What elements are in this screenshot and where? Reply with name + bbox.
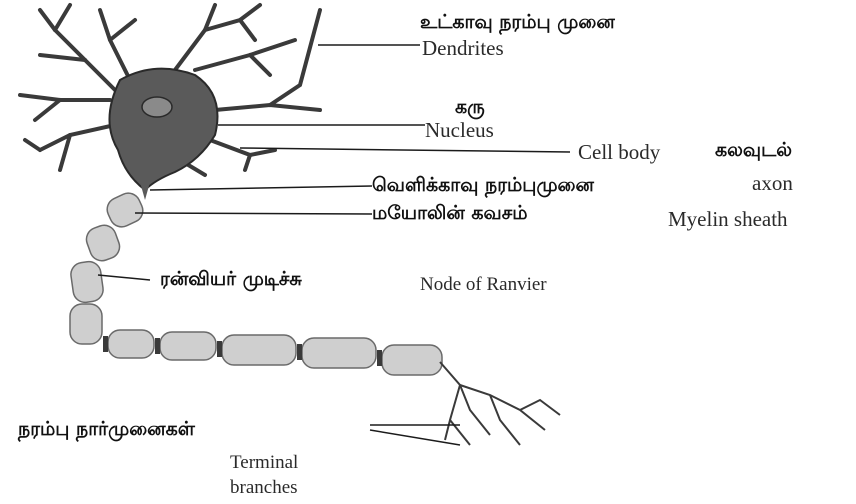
- dendrites-english-label: Dendrites: [422, 38, 504, 59]
- terminal-english-label-line2: branches: [230, 478, 298, 497]
- nucleus-tamil-label: கரு: [455, 98, 485, 117]
- myelin-tamil-label: மயோலின் கவசம்: [372, 204, 528, 223]
- nucleus-english-label: Nucleus: [425, 120, 494, 141]
- ranvier-english-label: Node of Ranvier: [420, 275, 547, 294]
- ranvier-tamil-label: ரன்வியர் முடிச்சு: [160, 270, 302, 289]
- terminal-tamil-label: நரம்பு நார்முனைகள்: [18, 420, 195, 439]
- axon-tamil-label: வெளிக்காவு நரம்புமுனை: [372, 176, 594, 195]
- cell-body-tamil-label: கலவுடல்: [715, 141, 792, 160]
- terminal-branches-shape: [440, 362, 560, 445]
- axon-hillock: [140, 182, 150, 200]
- axon-english-label: axon: [752, 173, 793, 194]
- terminal-english-label-line1: Terminal: [230, 453, 298, 472]
- dendrites-tamil-label: உட்காவு நரம்பு முனை: [420, 13, 615, 32]
- myelin-english-label: Myelin sheath: [668, 209, 788, 230]
- cell-body-english-label: Cell body: [578, 142, 660, 163]
- nucleus-shape: [142, 97, 172, 117]
